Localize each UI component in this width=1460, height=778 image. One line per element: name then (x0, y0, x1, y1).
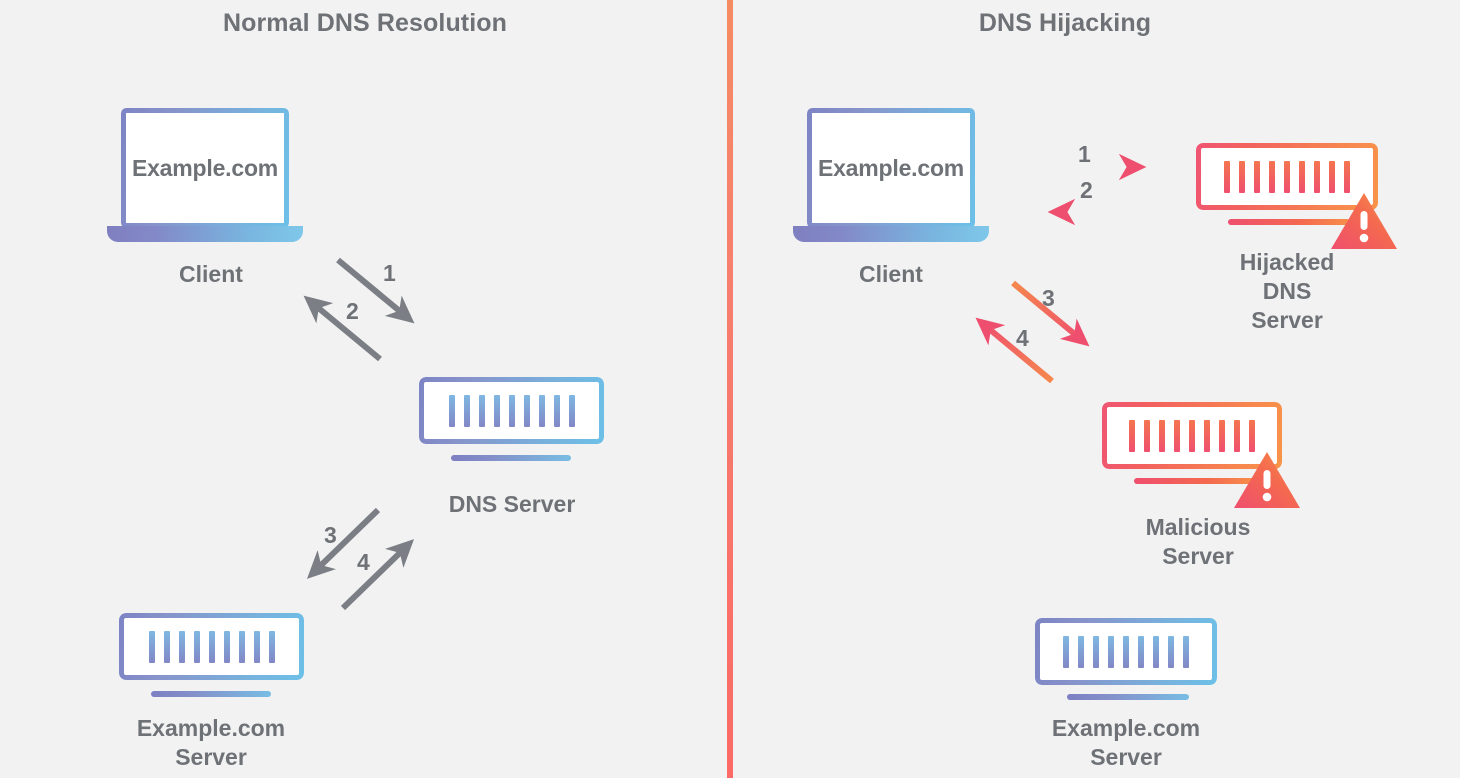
warning-triangle-icon-hijacked (1331, 193, 1397, 249)
arrow-label-left-step-2: 2 (346, 298, 359, 324)
node-label-client-left: Client (179, 261, 243, 287)
server-icon-hijacked-dns (1196, 143, 1378, 210)
arrow-label-left-step-3: 3 (324, 522, 337, 548)
arrow-label-right-step-1: 1 (1078, 141, 1091, 167)
laptop-icon-client-left: Example.com (107, 108, 303, 242)
laptop-domain-text-left: Example.com (131, 154, 279, 181)
server-icon-malicious (1102, 402, 1282, 469)
arrow-label-right-step-2: 2 (1080, 177, 1093, 203)
laptop-base (107, 226, 303, 242)
arrow-icon-right-step-2 (1047, 198, 1150, 226)
laptop-screen-border (121, 108, 289, 228)
arrow-icon-left-step-4 (340, 539, 415, 611)
server-icon-origin-right (1035, 618, 1217, 685)
arrow-label-right-step-4: 4 (1016, 325, 1029, 351)
arrow-icon-right-step-1 (1044, 153, 1147, 181)
node-label-hijacked-dns-server: Hijacked DNS Server (1239, 249, 1335, 334)
server-box-border (119, 613, 304, 680)
node-label-origin-server-right: Example.com Server (1051, 715, 1201, 771)
server-underline-origin-left (151, 691, 271, 697)
server-box-border (1035, 618, 1217, 685)
arrow-icon-left-step-2 (303, 295, 382, 362)
panel-title-normal-dns: Normal DNS Resolution (222, 9, 508, 37)
panel-normal-dns-resolution: Normal DNS Resolution Example.com Client… (107, 9, 604, 771)
arrow-icon-right-step-4 (975, 317, 1054, 384)
node-label-origin-server-left: Example.com Server (136, 715, 286, 771)
node-label-dns-server: DNS Server (448, 491, 576, 517)
arrow-icon-right-step-3 (1011, 280, 1090, 347)
server-box-border (1196, 143, 1378, 210)
arrow-icon-left-step-1 (336, 257, 415, 324)
server-box-border (419, 377, 604, 444)
arrow-label-left-step-1: 1 (383, 260, 396, 286)
laptop-icon-client-right: Example.com (793, 108, 989, 242)
server-box-border (1102, 402, 1282, 469)
server-icon-origin-left (119, 613, 304, 680)
server-icon-dns (419, 377, 604, 444)
panel-title-dns-hijacking: DNS Hijacking (978, 9, 1152, 37)
laptop-domain-text-right: Example.com (817, 154, 965, 181)
laptop-screen-border (807, 108, 975, 228)
arrow-label-right-step-3: 3 (1042, 285, 1055, 311)
node-label-malicious-server: Malicious Server (1145, 514, 1251, 570)
arrow-icon-left-step-3 (306, 507, 381, 579)
node-label-client-right: Client (859, 261, 923, 287)
warning-triangle-icon-malicious (1234, 452, 1300, 508)
panel-dns-hijacking: DNS Hijacking Example.com Client (730, 0, 1460, 778)
arrow-label-left-step-4: 4 (357, 549, 370, 575)
server-underline-origin-right (1067, 694, 1189, 700)
panel-divider (727, 0, 733, 778)
server-underline-dns (451, 455, 571, 461)
laptop-base (793, 226, 989, 242)
